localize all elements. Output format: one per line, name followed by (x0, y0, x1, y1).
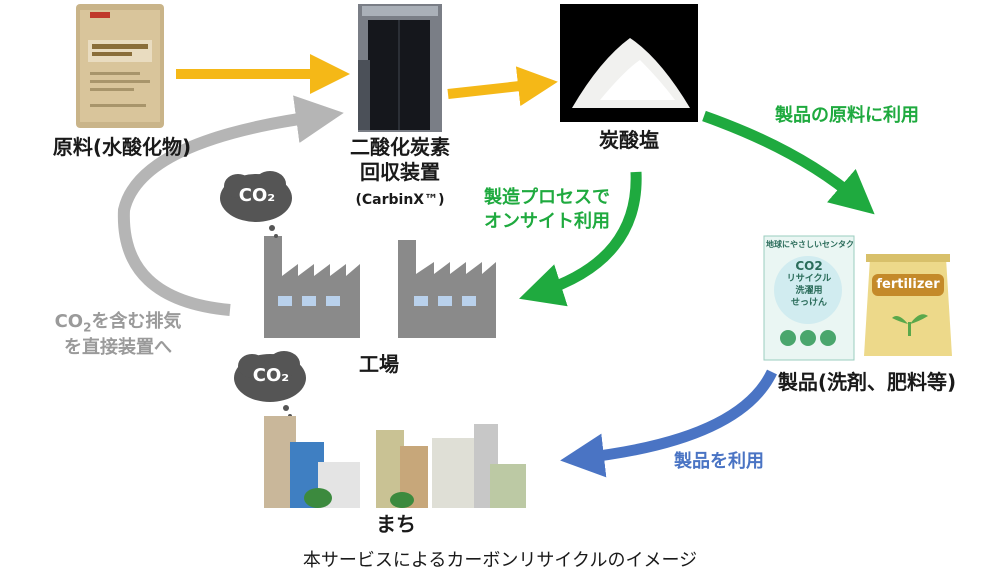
capture-device-image (358, 4, 442, 132)
arrow-carbonate-to-factory (519, 171, 642, 307)
town-label: まち (376, 512, 416, 536)
detergent-text-line4: せっけん (790, 298, 827, 308)
raw-material-label: 原料(水酸化物) (52, 135, 192, 159)
arrow-carbonate-to-products (702, 110, 875, 215)
factory-co2-cloud-text: CO₂ (238, 185, 276, 206)
town-co2-cloud-text: CO₂ (252, 365, 290, 386)
raw-material-bag-image (76, 4, 164, 128)
detergent-title-text: 地球にやさしいセンタク (766, 240, 854, 249)
capture-device-label-line1: 二酸化炭素 (350, 135, 450, 159)
exhaust-label-line2: を直接装置へ (64, 337, 172, 358)
arrow-capture-to-carbonate (447, 66, 558, 107)
detergent-text-line1: CO2 (795, 259, 823, 273)
capture-device-label-line2: 回収装置 (360, 160, 440, 184)
arrow-exhaust-to-capture (117, 95, 344, 316)
town-buildings-icon (264, 416, 526, 508)
factory-left-icon (264, 236, 360, 338)
carbonate-label: 炭酸塩 (599, 128, 659, 152)
capture-device-label-line3: (CarbinX™) (355, 192, 445, 208)
fertilizer-product-image (864, 254, 952, 356)
factory-label: 工場 (359, 352, 399, 376)
town-co2-cloud-icon (234, 351, 306, 418)
use-as-raw-label: 製品の原料に利用 (775, 105, 919, 126)
products-label: 製品(洗剤、肥料等) (777, 370, 957, 394)
use-products-label: 製品を利用 (674, 451, 764, 472)
arrow-products-to-town (560, 369, 777, 478)
diagram-caption: 本サービスによるカーボンリサイクルのイメージ (302, 550, 698, 571)
detergent-text-line2: リサイクル (786, 274, 832, 284)
onsite-label-line2: オンサイト利用 (484, 211, 610, 232)
onsite-label-line1: 製造プロセスで (484, 187, 610, 208)
detergent-product-image (763, 235, 855, 361)
factory-right-icon (398, 240, 496, 338)
carbonate-powder-image (560, 4, 698, 122)
detergent-text-line3: 洗濯用 (795, 286, 823, 296)
factory-co2-cloud-icon (220, 171, 292, 238)
exhaust-label-line1: CO2を含む排気 (54, 311, 182, 335)
fertilizer-text: fertilizer (876, 277, 940, 292)
